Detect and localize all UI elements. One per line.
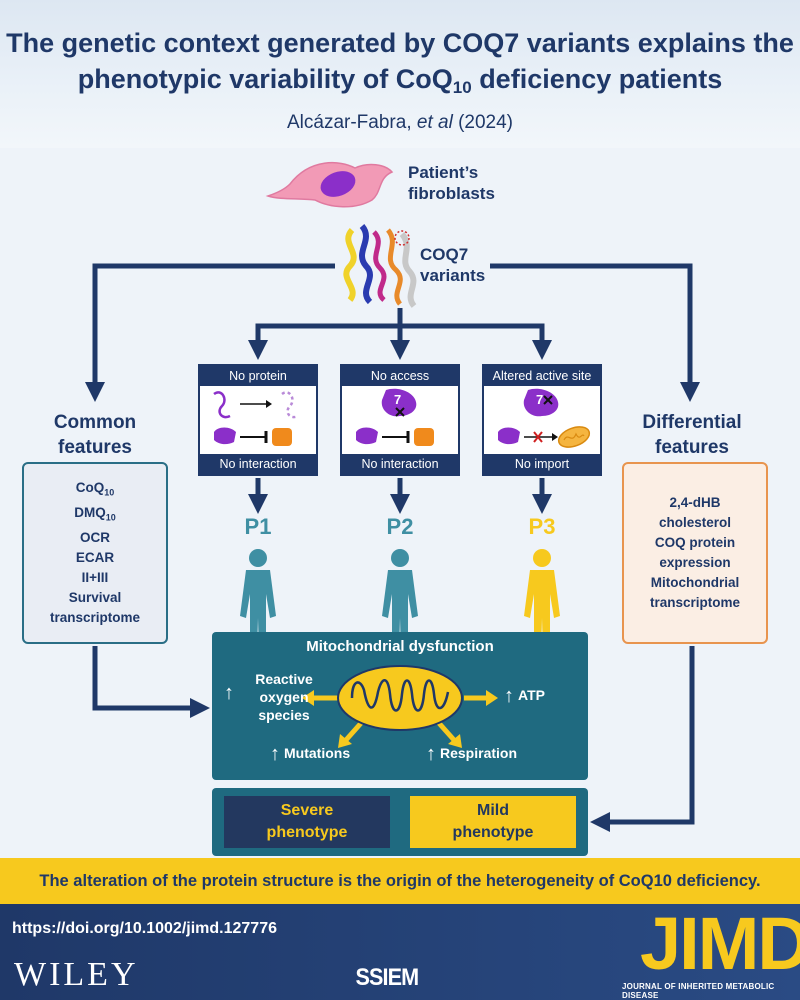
mechanism-footer: No import — [484, 454, 600, 474]
atp-label: ↑ATP — [504, 685, 545, 707]
common-item-transcriptome: transcriptome — [49, 609, 141, 625]
authors: Alcázar-Fabra, et al (2024) — [287, 112, 513, 133]
common-item-ecar: ECAR — [75, 549, 115, 565]
ssiem-logo: SSIEM — [355, 964, 419, 991]
fibroblasts-label: Patient’s fibroblasts — [408, 163, 495, 203]
flow-arrows — [85, 162, 700, 832]
diff-item: 2,4-dHB — [669, 495, 721, 510]
differential-features-box: 2,4-dHB cholesterol COQ protein expressi… — [622, 462, 768, 644]
mechanism-header: No protein — [200, 366, 316, 386]
doi-link[interactable]: https://doi.org/10.1002/jimd.127776 — [12, 920, 277, 937]
common-item-complex: II+III — [81, 569, 109, 585]
diff-item: expression — [659, 555, 731, 570]
journal-full-name: JOURNAL OF INHERITED METABOLIC DISEASE — [622, 982, 775, 1000]
altered-active-site-illustration-icon: 7 — [498, 388, 591, 448]
mechanism-box-no-protein: No protein No interaction — [198, 364, 318, 476]
patient-figure-p2 — [382, 549, 418, 652]
coq7-protein-structure-icon — [343, 224, 417, 308]
jimd-logo: JIMD — [640, 902, 800, 985]
diff-item: cholesterol — [658, 515, 732, 530]
mitochondrial-dysfunction-box: Mitochondrial dysfunction ↑ Reactive oxy… — [212, 632, 588, 780]
mechanism-header: No access — [342, 366, 458, 386]
patient-figure-p3 — [524, 549, 560, 652]
common-item-dmq10: DMQ10 — [74, 505, 116, 523]
diagram-area: Patient’s fibroblasts COQ7 variants Comm… — [0, 148, 800, 858]
differential-features-title: Differential features — [642, 412, 742, 458]
respiration-label: ↑Respiration — [426, 743, 518, 765]
footer: https://doi.org/10.1002/jimd.127776 WILE… — [0, 904, 800, 1000]
dysfunction-title: Mitochondrial dysfunction — [306, 638, 494, 655]
header: The genetic context generated by COQ7 va… — [0, 0, 800, 148]
common-item-ocr: OCR — [80, 529, 110, 545]
fibroblast-cell-icon — [265, 162, 394, 208]
mechanism-header: Altered active site — [484, 366, 600, 386]
patient-label-p1: P1 — [244, 514, 272, 539]
svg-text:7: 7 — [536, 392, 543, 407]
mechanism-box-altered-active-site: Altered active site 7 No import — [482, 364, 602, 476]
common-features-title: Common features — [53, 412, 137, 458]
common-item-survival: Survival — [68, 589, 122, 605]
severe-phenotype: Severe phenotype — [224, 796, 390, 848]
patient-label-p3: P3 — [528, 514, 556, 539]
no-access-illustration-icon: 7 — [356, 388, 434, 446]
conclusion-banner: The alteration of the protein structure … — [0, 858, 800, 904]
patient-figure-p1 — [240, 549, 276, 652]
mechanism-footer: No interaction — [200, 454, 316, 474]
title-line-2: phenotypic variability of CoQ10 deficien… — [77, 64, 723, 97]
patient-label-p2: P2 — [386, 514, 414, 539]
mild-phenotype: Mild phenotype — [410, 796, 576, 848]
common-features-box: CoQ10 DMQ10 OCR ECAR II+III Survival tra… — [22, 462, 168, 644]
diff-item: Mitochondrial — [650, 575, 740, 590]
diff-item: transcriptome — [649, 595, 741, 610]
wiley-logo: WILEY — [14, 956, 139, 993]
mechanism-box-no-access: No access 7 No interaction — [340, 364, 460, 476]
coq7-variants-label: COQ7 variants — [420, 245, 486, 285]
no-protein-illustration-icon — [213, 391, 299, 446]
mutations-label: ↑Mutations — [270, 743, 351, 765]
mitochondrion-icon — [302, 665, 498, 748]
diff-item: COQ protein — [654, 535, 736, 550]
common-item-coq10: CoQ10 — [75, 480, 115, 498]
title-line-1: The genetic context generated by COQ7 va… — [6, 28, 794, 58]
mechanism-footer: No interaction — [342, 454, 458, 474]
svg-text:7: 7 — [394, 392, 401, 407]
phenotype-box: Severe phenotype Mild phenotype — [212, 788, 588, 856]
